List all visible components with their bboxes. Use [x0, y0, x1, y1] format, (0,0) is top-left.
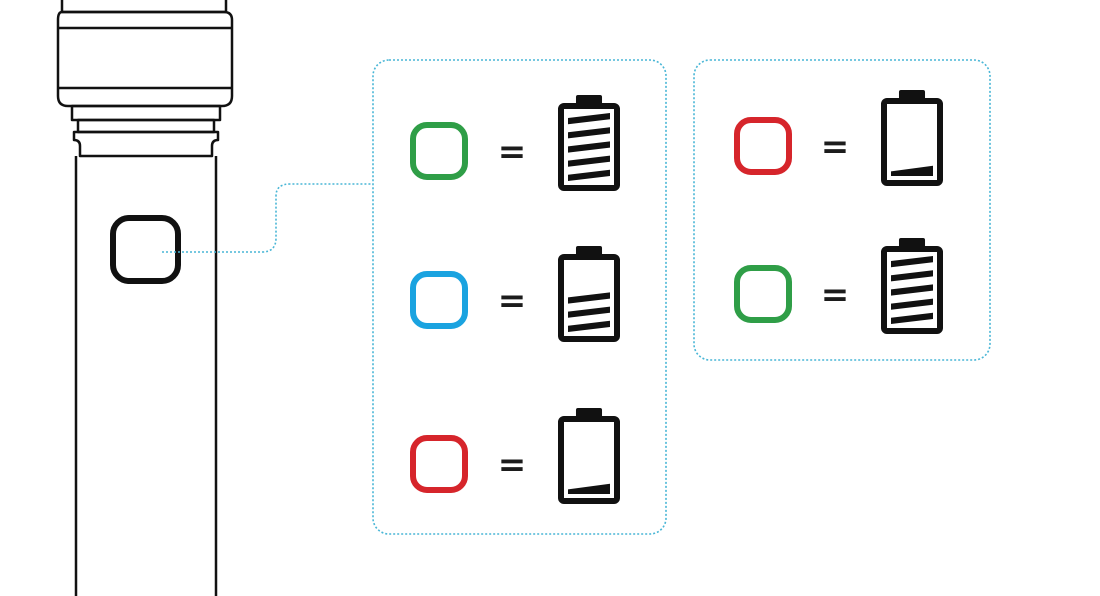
led-ring-icon	[410, 122, 468, 180]
indicator-row: =	[734, 90, 943, 186]
equals-sign: =	[498, 132, 527, 172]
battery-icon	[558, 246, 620, 342]
indicator-row: =	[410, 408, 620, 504]
battery-charge-wedge	[568, 483, 610, 494]
battery-icon	[558, 408, 620, 504]
panel-frame-2	[693, 59, 991, 361]
battery-charge-segment	[568, 141, 610, 153]
battery-body	[558, 416, 620, 504]
panel-1: = = =	[410, 95, 620, 504]
battery-charge-segment	[568, 127, 610, 139]
battery-icon	[881, 238, 943, 334]
battery-charge-wedge	[891, 165, 933, 176]
battery-charge-segment	[891, 312, 933, 324]
battery-charge-segment	[891, 284, 933, 296]
led-ring-icon	[410, 271, 468, 329]
indicator-row: =	[410, 95, 620, 191]
indicator-row: =	[410, 246, 620, 342]
device-cap	[56, 0, 234, 108]
battery-charge-segment	[568, 292, 610, 304]
equals-sign: =	[498, 281, 527, 321]
callout-connector	[162, 183, 372, 253]
led-ring-icon	[734, 265, 792, 323]
battery-charge-segment	[568, 320, 610, 332]
battery-charge-segment	[568, 169, 610, 181]
battery-icon	[881, 90, 943, 186]
device-illustration	[56, 0, 234, 596]
device-thread-ring	[70, 104, 222, 158]
square-button-icon	[110, 215, 181, 284]
battery-charge-segment	[568, 306, 610, 318]
battery-charge-segment	[568, 155, 610, 167]
equals-sign: =	[821, 275, 850, 315]
device-body	[74, 156, 218, 596]
battery-charge-segment	[891, 256, 933, 268]
battery-body	[881, 98, 943, 186]
panel-2: = =	[734, 90, 943, 334]
battery-icon	[558, 95, 620, 191]
battery-charge-segment	[891, 298, 933, 310]
equals-sign: =	[498, 445, 527, 485]
equals-sign: =	[821, 127, 850, 167]
led-ring-icon	[410, 435, 468, 493]
led-ring-icon	[734, 117, 792, 175]
battery-charge-segment	[891, 270, 933, 282]
indicator-row: =	[734, 238, 943, 334]
battery-charge-segment	[568, 113, 610, 125]
